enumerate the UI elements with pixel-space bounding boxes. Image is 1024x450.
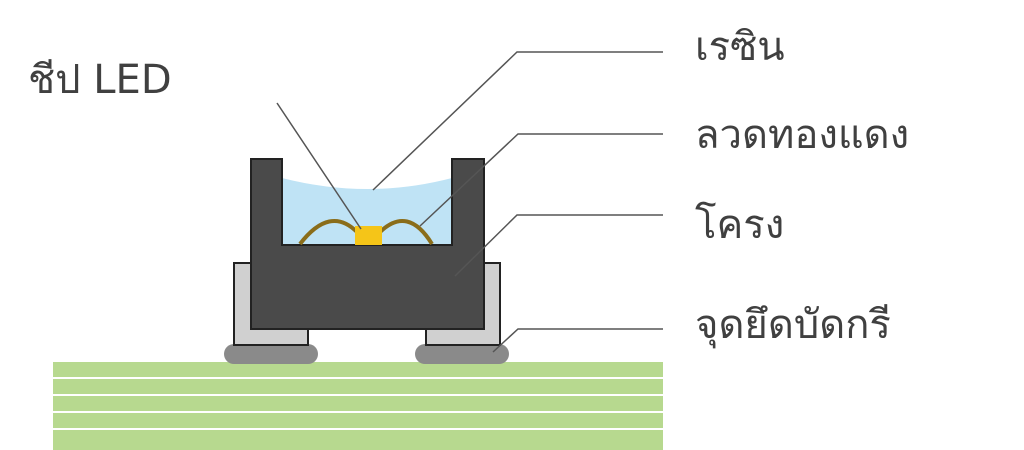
led-chip — [355, 226, 382, 245]
leader-line-frame — [454, 214, 663, 277]
leader-line-resin — [372, 51, 663, 191]
label-frame: โครง — [695, 202, 784, 248]
leader-line-wire — [419, 133, 663, 227]
label-chip: ชีป LED — [28, 57, 172, 103]
solder-pad-left — [224, 344, 318, 364]
bond-wire-left — [298, 219, 359, 246]
resin-fill — [282, 178, 452, 245]
label-resin: เรซิน — [695, 24, 785, 70]
label-solder: จุดยึดบัดกรี — [695, 302, 891, 349]
label-wire: ลวดทองแดง — [695, 112, 909, 158]
pcb-base — [53, 362, 663, 450]
bond-wire-right — [378, 219, 434, 246]
leader-line-chip — [276, 102, 362, 230]
frame-body — [250, 158, 485, 330]
leader-line-solder — [492, 328, 663, 353]
pcb-board — [53, 362, 663, 450]
solder-pad-right — [415, 344, 509, 364]
